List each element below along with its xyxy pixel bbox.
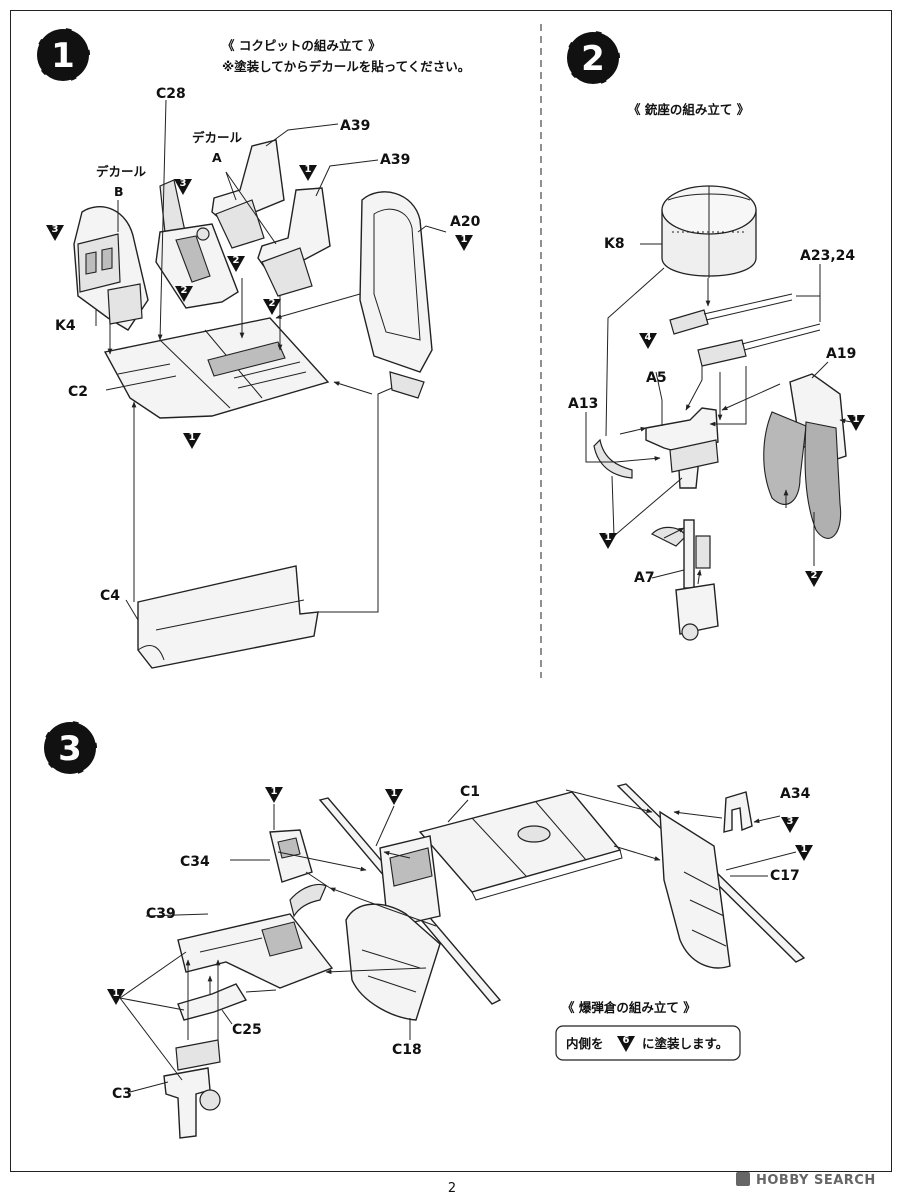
paint-marker-step1-2: 3: [46, 224, 64, 241]
paint-marker-step1-5: 2: [227, 255, 245, 272]
paint-marker-step1-6: 2: [175, 285, 193, 302]
step-3-note-suffix: に塗装します。: [642, 1036, 728, 1051]
svg-text:1: 1: [391, 788, 398, 799]
part-label-a39-1: A39: [340, 118, 370, 134]
step-2-title: 《 銃座の組み立て 》: [628, 102, 749, 117]
part-label-a7: A7: [634, 570, 655, 586]
svg-text:1: 1: [853, 414, 860, 425]
step-2-number: 2: [581, 39, 605, 79]
svg-text:2: 2: [233, 255, 240, 266]
paint-marker-step1-7: 2: [263, 298, 281, 315]
svg-text:3: 3: [52, 224, 59, 235]
svg-text:6: 6: [623, 1035, 630, 1046]
part-label-a34: A34: [780, 786, 811, 802]
pedestal-a7: [650, 519, 719, 641]
step-1: 1 《 コクピットの組み立て 》 ※塗装してからデカールを貼ってください。: [35, 27, 481, 669]
step-3-note-box: 内側を 6 に塗装します。: [555, 1025, 741, 1061]
part-c25: [177, 983, 248, 1021]
bulkhead-c18: [345, 903, 441, 1021]
step-1-note: ※塗装してからデカールを貼ってください。: [222, 59, 470, 74]
paint-marker-step1-3: 1: [299, 164, 317, 181]
paint-marker-note: 6: [617, 1035, 635, 1052]
step-3-title: 《 爆弾倉の組み立て 》: [562, 1000, 696, 1015]
svg-text:1: 1: [305, 164, 312, 175]
decal-label-a: デカール: [192, 130, 243, 145]
paint-marker-step3-3: 3: [781, 816, 799, 833]
page-number: 2: [448, 1181, 456, 1196]
part-label-k8: K8: [604, 236, 625, 252]
part-label-c1: C1: [460, 784, 480, 800]
step-1-number: 1: [51, 36, 75, 76]
part-label-a19: A19: [826, 346, 856, 362]
watermark: HOBBY SEARCH: [736, 1172, 876, 1188]
part-a34: [723, 791, 753, 833]
part-label-c28: C28: [156, 86, 186, 102]
part-label-a39-2: A39: [380, 152, 410, 168]
paint-marker-step3-4: 1: [795, 844, 813, 861]
gun-mount-a5: [645, 407, 719, 489]
ring-a13: [593, 438, 633, 479]
step-3-note-prefix: 内側を: [566, 1036, 604, 1051]
step-2: 2 《 銃座の組み立て 》: [565, 30, 865, 641]
step-3-number: 3: [58, 729, 82, 769]
svg-text:2: 2: [181, 285, 188, 296]
svg-text:1: 1: [189, 432, 196, 443]
part-label-c18: C18: [392, 1042, 422, 1058]
decal-letter-a: A: [212, 150, 222, 165]
svg-text:2: 2: [269, 298, 276, 309]
paint-marker-step2-2: 1: [847, 414, 865, 431]
end-frame-c17: [659, 810, 731, 969]
paint-marker-step1-4: 1: [455, 234, 473, 251]
ammo-bags-a19: [763, 373, 847, 539]
decal-letter-b: B: [114, 184, 124, 199]
paint-marker-step1-8: 1: [183, 432, 201, 449]
paint-marker-step2-4: 2: [805, 570, 823, 587]
paint-marker-step3-5: 1: [107, 988, 125, 1005]
part-label-c25: C25: [232, 1022, 262, 1038]
floor-panel-c4: [137, 565, 319, 669]
decal-label-b: デカール: [96, 164, 147, 179]
page-border: [10, 10, 892, 1172]
part-label-c4: C4: [100, 588, 120, 604]
svg-text:4: 4: [645, 332, 652, 343]
svg-text:2: 2: [811, 570, 818, 581]
paint-marker-step3-2: 1: [385, 788, 403, 805]
watermark-text: HOBBY SEARCH: [756, 1173, 876, 1188]
part-label-c39: C39: [146, 906, 176, 922]
part-label-a23-24: A23,24: [800, 248, 855, 264]
paint-marker-step2-3: 1: [599, 532, 617, 549]
svg-text:3: 3: [787, 816, 794, 827]
svg-text:3: 3: [180, 178, 187, 189]
step-1-badge: 1: [35, 27, 91, 83]
svg-text:1: 1: [271, 786, 278, 797]
step-1-title: 《 コクピットの組み立て 》: [222, 38, 381, 53]
part-label-k4: K4: [55, 318, 76, 334]
svg-text:1: 1: [801, 844, 808, 855]
paint-marker-step1-1: 3: [174, 178, 192, 195]
paint-marker-step3-1: 1: [265, 786, 283, 803]
svg-text:1: 1: [461, 234, 468, 245]
side-panel-a20: [359, 191, 433, 373]
part-c3: [163, 1067, 211, 1139]
part-label-c17: C17: [770, 868, 800, 884]
step-2-badge: 2: [565, 30, 621, 86]
machine-guns-a23-a24: [669, 293, 821, 367]
floor-deck-c39: [177, 913, 334, 989]
part-label-c3: C3: [112, 1086, 132, 1102]
paint-marker-step2-1: 4: [639, 332, 657, 349]
step-3-badge: 3: [42, 720, 98, 776]
part-label-c2: C2: [68, 384, 88, 400]
svg-text:1: 1: [605, 532, 612, 543]
turret-dome-k8: [661, 185, 757, 278]
part-label-a13: A13: [568, 396, 598, 412]
svg-text:1: 1: [113, 988, 120, 999]
part-label-a20: A20: [450, 214, 481, 230]
part-label-a5: A5: [646, 370, 667, 386]
part-label-c34: C34: [180, 854, 210, 870]
bomb-bay-ceiling-c1: [418, 791, 622, 893]
step-3: 3: [42, 720, 813, 1139]
